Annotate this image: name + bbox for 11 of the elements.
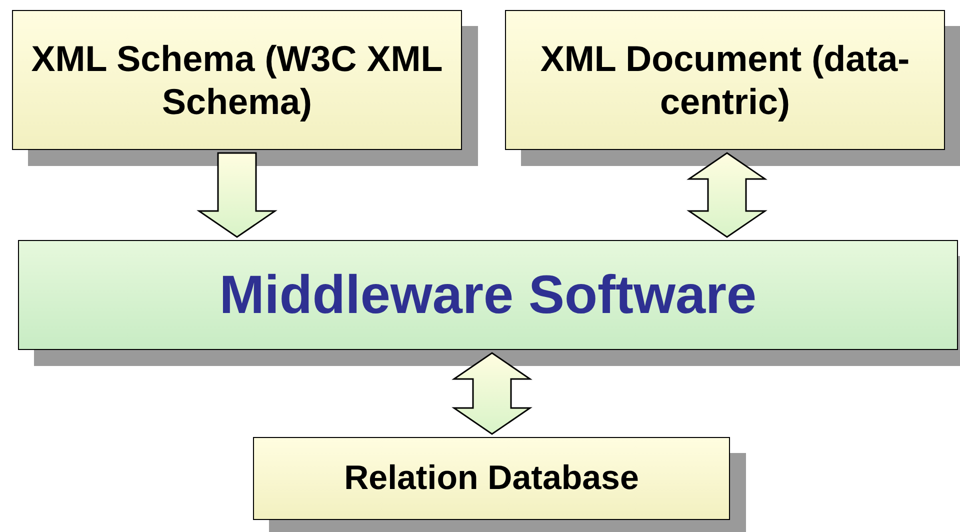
process-box	[12, 10, 462, 150]
box-label: XML Schema (W3C XML Schema)	[30, 36, 444, 124]
process-box	[253, 437, 730, 520]
process-box	[18, 240, 958, 350]
block-arrow	[196, 152, 278, 238]
block-arrow	[452, 352, 532, 435]
box-label: Middleware Software	[219, 264, 757, 327]
box-label: XML Document (data-centric)	[539, 36, 911, 124]
box-label: Relation Database	[344, 458, 639, 499]
process-box	[505, 10, 945, 150]
block-arrow	[686, 152, 768, 238]
